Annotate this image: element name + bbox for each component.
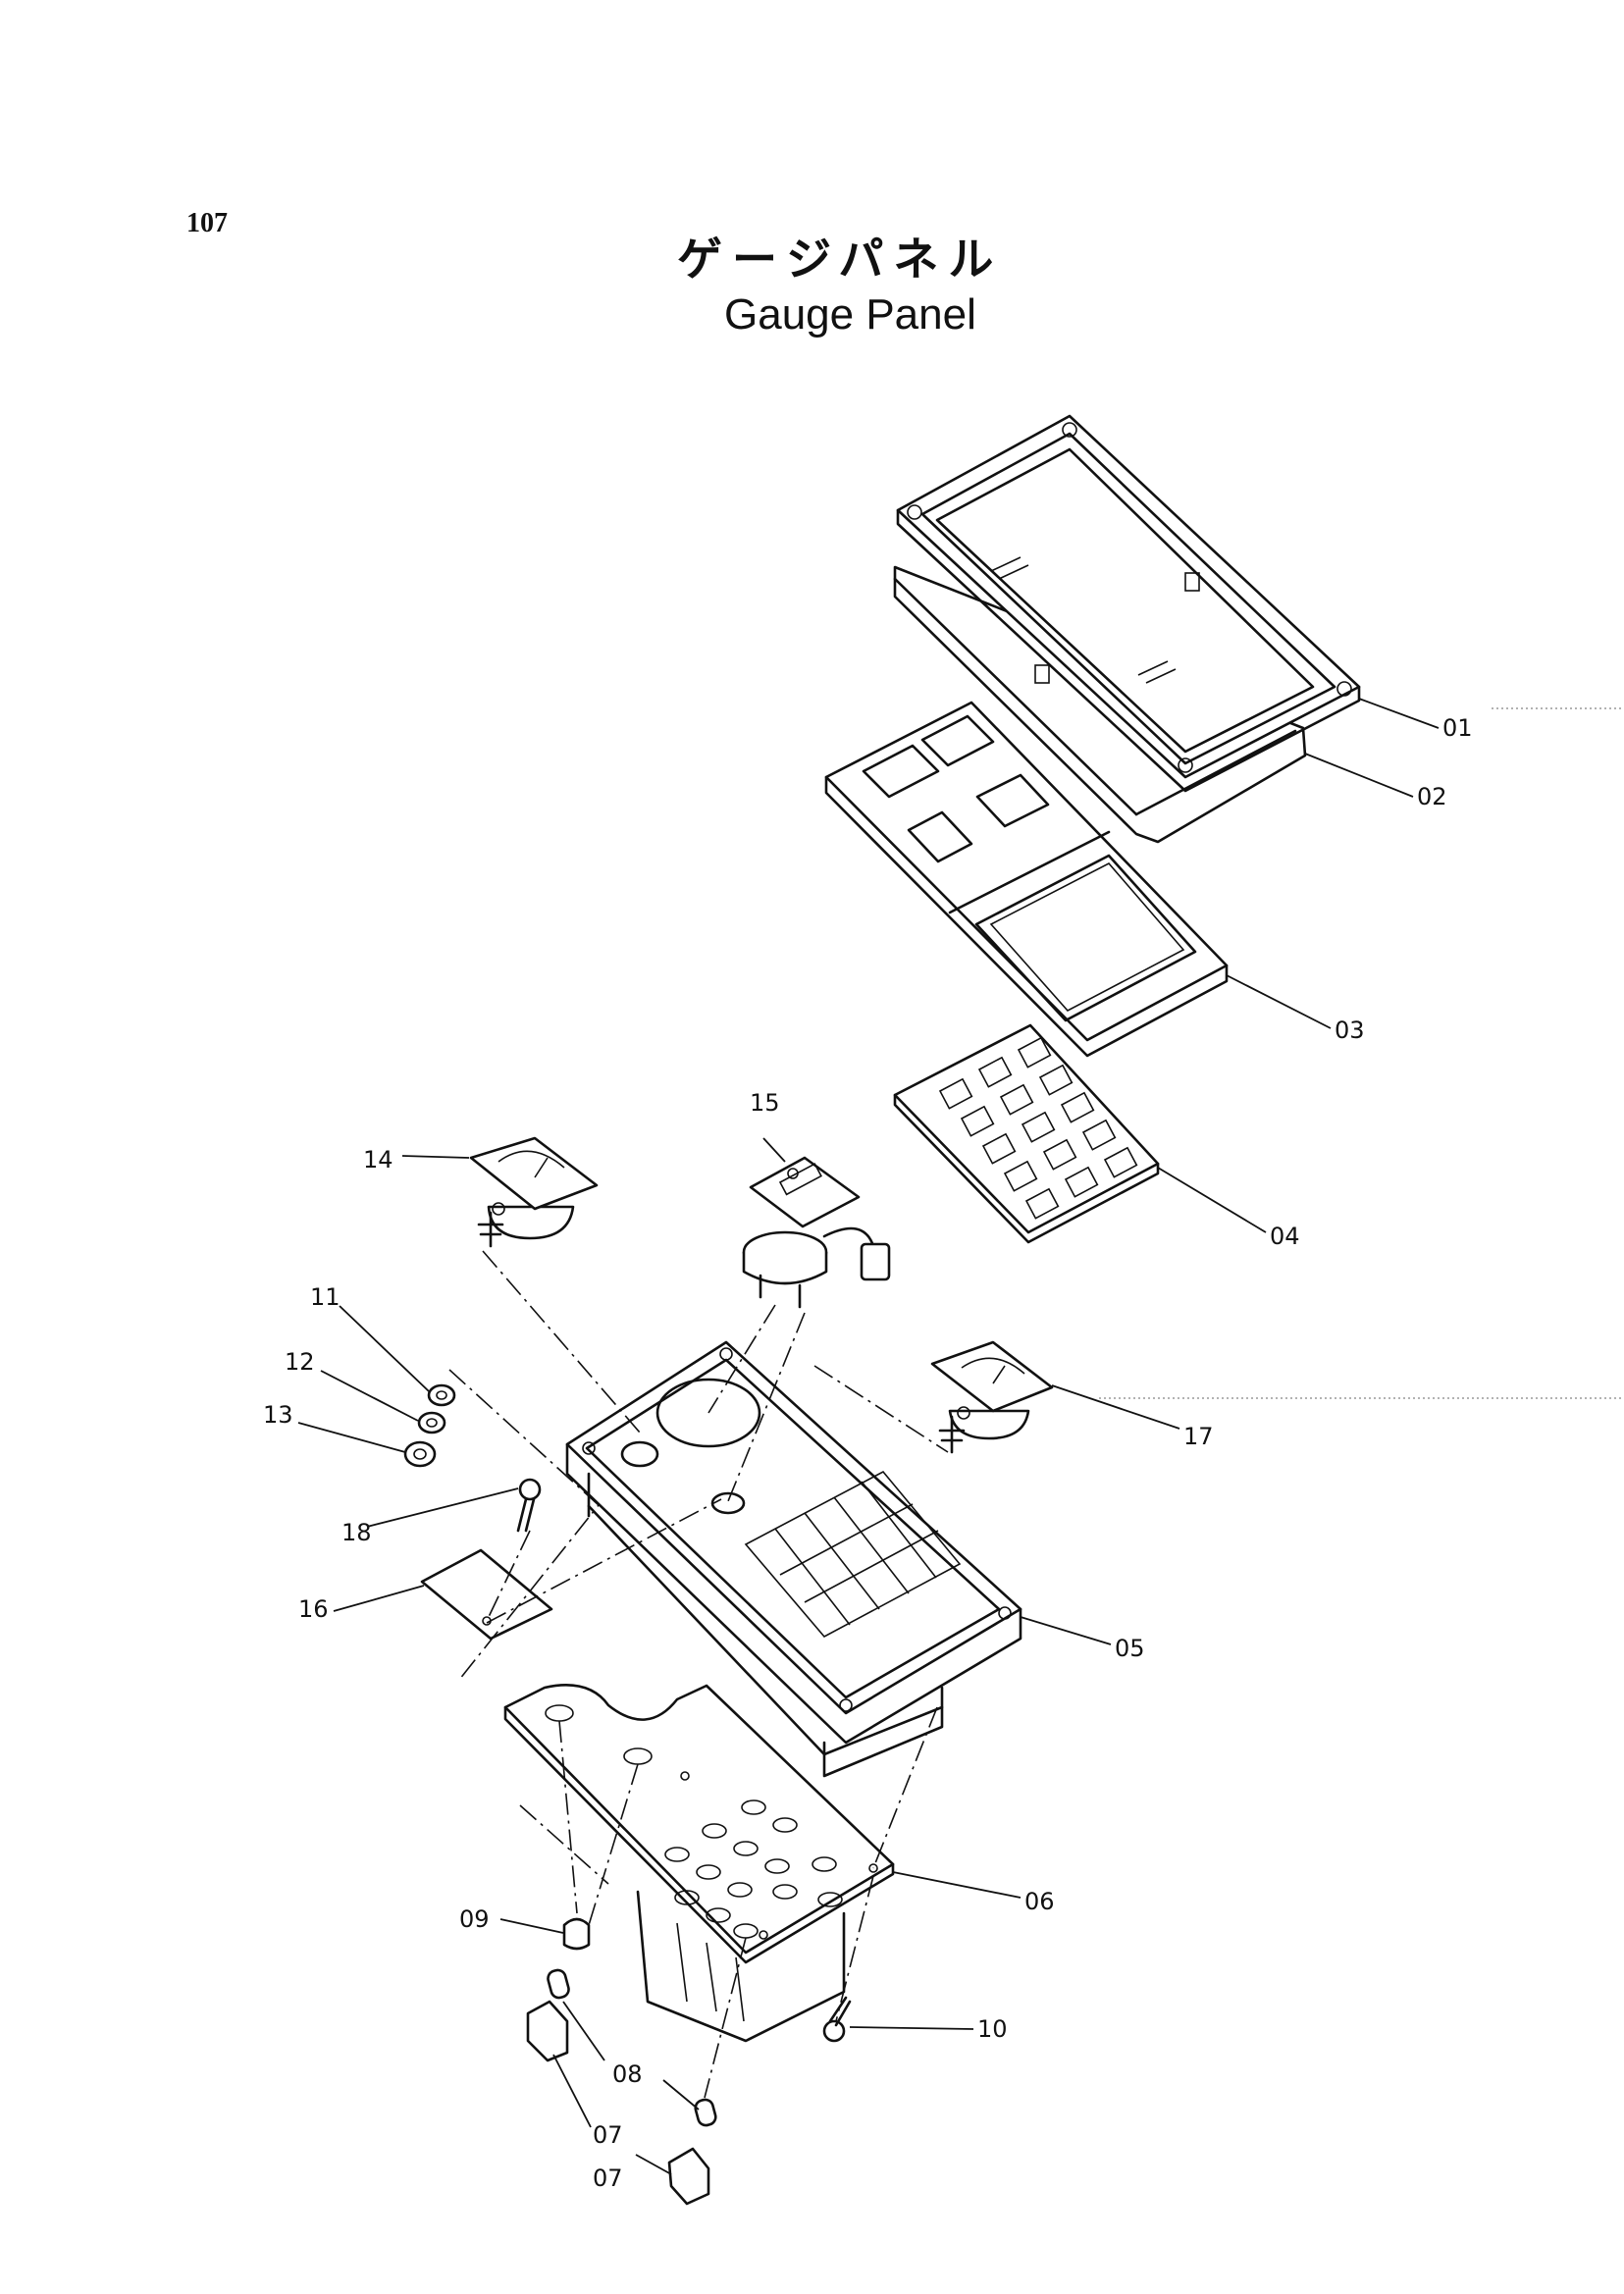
- part-15-hour-meter: [742, 1156, 891, 1309]
- part-18-screw: [516, 1478, 542, 1533]
- callout-09: 09: [459, 1905, 490, 1933]
- part-09-cap: [562, 1917, 591, 1951]
- callout-07b: 07: [593, 2164, 623, 2192]
- callout-15: 15: [750, 1089, 780, 1117]
- part-04-lens-grid: [893, 1023, 1160, 1244]
- part-17-gauge: [930, 1340, 1054, 1454]
- page-number: 107: [186, 208, 228, 238]
- part-08-bulb: [547, 1968, 717, 2127]
- assembly-lines: [448, 1250, 949, 2099]
- leader-lines: [297, 698, 1440, 2175]
- callout-13: 13: [263, 1401, 293, 1429]
- callout-12: 12: [285, 1348, 315, 1376]
- title-english: Gauge Panel: [724, 290, 976, 339]
- callout-08: 08: [612, 2060, 643, 2088]
- parts-11-12-13-washers: [403, 1383, 456, 1468]
- callout-01: 01: [1442, 714, 1473, 742]
- callout-04: 04: [1270, 1223, 1300, 1250]
- callout-02: 02: [1417, 783, 1447, 810]
- part-06-cover: [503, 1684, 895, 2043]
- part-02-frame: [893, 565, 1307, 844]
- part-10-screw: [822, 1996, 852, 2043]
- callout-labels: 01 02 03 04 05 06 07 08 09 10 11 12 13 1…: [263, 714, 1473, 2192]
- part-16-plate: [420, 1548, 553, 1641]
- callout-06: 06: [1024, 1888, 1055, 1915]
- callout-18: 18: [341, 1519, 372, 1546]
- callout-03: 03: [1335, 1017, 1365, 1044]
- part-01-bezel: [896, 414, 1361, 793]
- callout-10: 10: [977, 2015, 1008, 2043]
- part-14-gauge: [469, 1136, 599, 1248]
- callout-16: 16: [298, 1595, 329, 1623]
- title-japanese: ゲージパネル: [677, 233, 1004, 286]
- callout-05: 05: [1115, 1635, 1145, 1662]
- part-05-case: [565, 1340, 1022, 1778]
- callout-14: 14: [363, 1146, 393, 1173]
- callout-11: 11: [310, 1283, 341, 1311]
- callout-17: 17: [1183, 1423, 1214, 1450]
- part-07-socket: [526, 2000, 710, 2206]
- callout-07: 07: [593, 2121, 623, 2149]
